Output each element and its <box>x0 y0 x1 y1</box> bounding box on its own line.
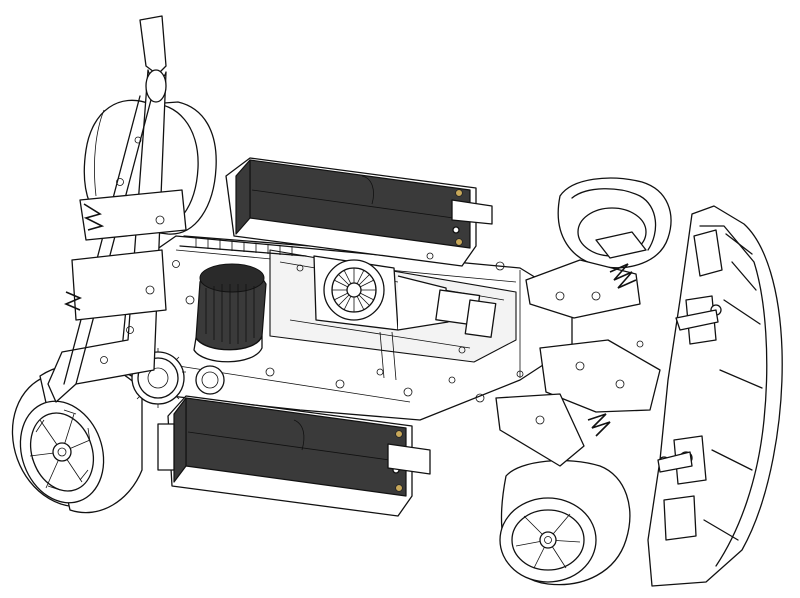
front-suspension <box>495 231 661 467</box>
rear-wing <box>47 15 167 403</box>
rear-shock-bottom <box>63 291 83 311</box>
battery-bottom <box>157 395 431 517</box>
front-shock-top <box>609 263 637 289</box>
drive-belt <box>179 235 311 257</box>
front-bumper <box>647 205 783 587</box>
motor-fins <box>205 284 255 344</box>
front-shock-bottom <box>587 413 611 437</box>
motor <box>193 263 267 363</box>
esc-fan-unit <box>313 255 497 338</box>
front-left-rim-spokes <box>515 513 581 569</box>
rear-shock-top <box>83 203 105 231</box>
rear-right-rim-spokes <box>29 409 91 491</box>
rear-right-wheel <box>11 363 143 514</box>
rear-suspension <box>63 178 187 364</box>
front-left-wheel <box>499 459 631 586</box>
chassis-screws <box>172 252 505 403</box>
bumper-fins <box>663 229 763 541</box>
battery-top <box>225 157 493 267</box>
